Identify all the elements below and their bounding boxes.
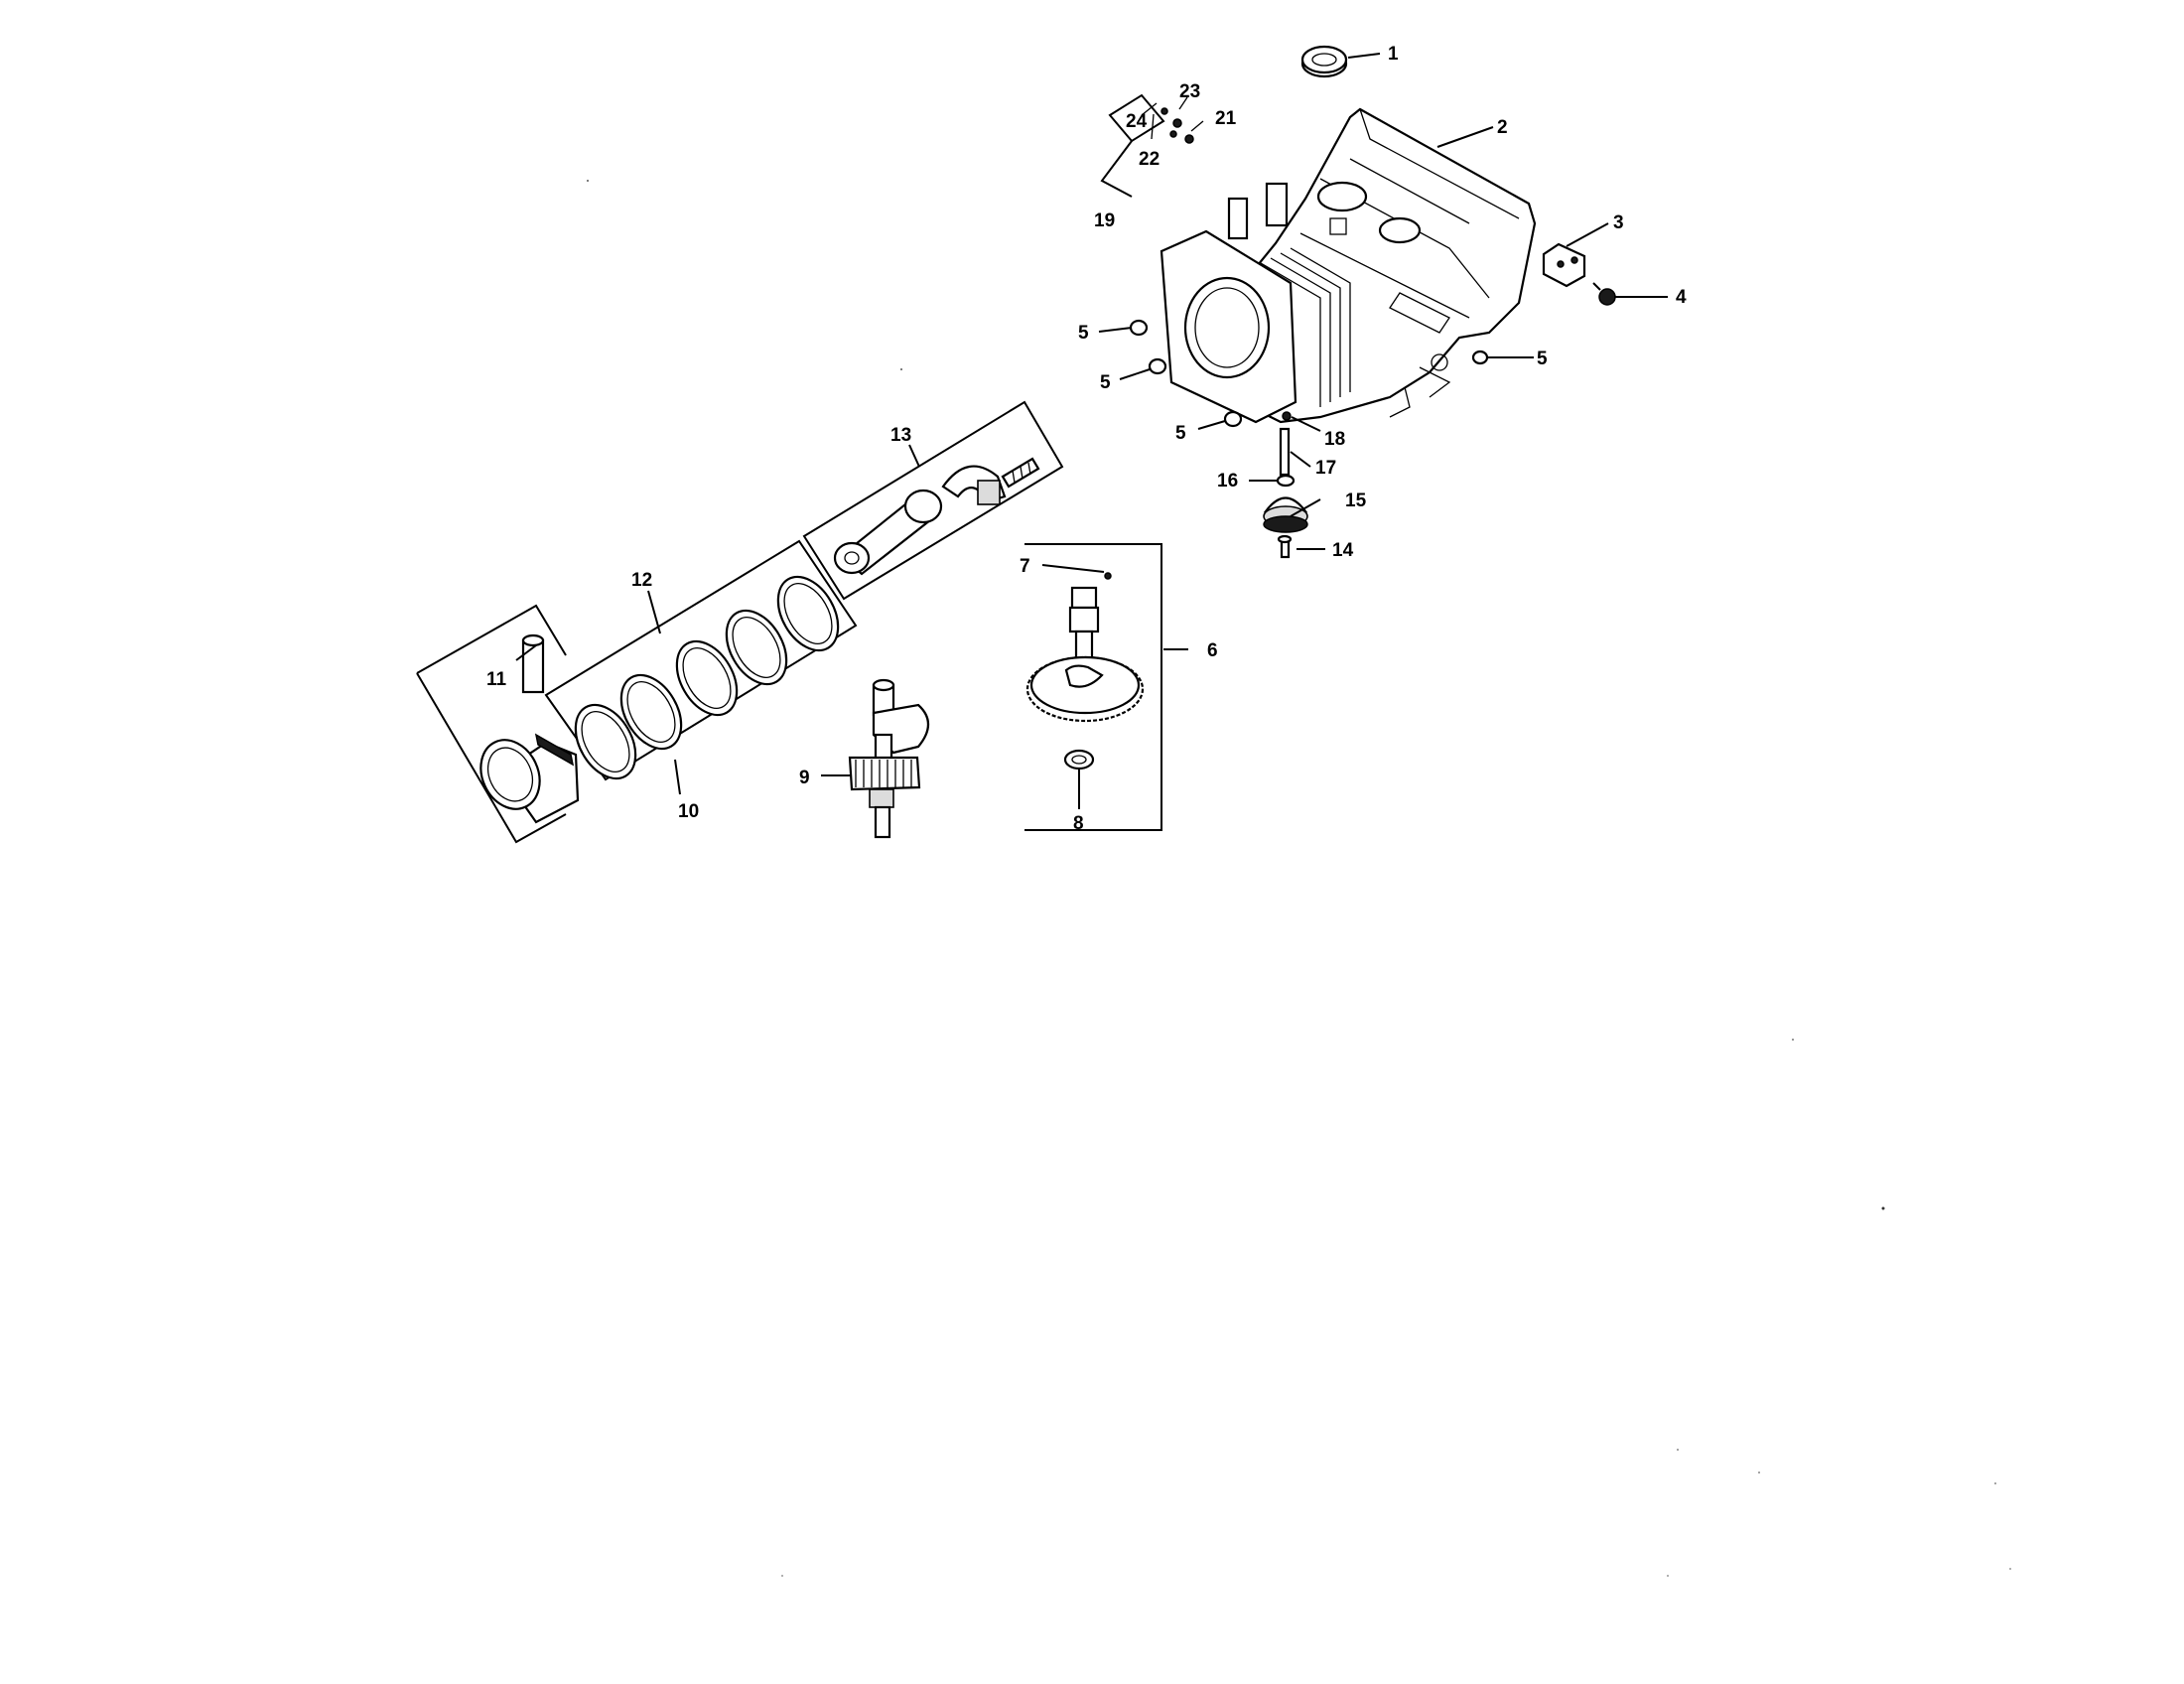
callout-11: 11 — [486, 669, 507, 690]
bracket-part — [1542, 242, 1586, 288]
callout-19: 19 — [1094, 210, 1115, 231]
screw-part — [1592, 282, 1616, 306]
callout-10: 10 — [678, 801, 699, 822]
piston-part — [416, 604, 580, 844]
callout-9: 9 — [799, 768, 810, 788]
leader-lines — [515, 53, 1668, 809]
callout-24: 24 — [1126, 111, 1148, 132]
callout-5b: 5 — [1100, 372, 1111, 393]
connecting-rod-part — [802, 400, 1064, 601]
callout-21: 21 — [1215, 108, 1237, 129]
callout-12: 12 — [631, 570, 652, 591]
governor-assembly — [1263, 411, 1308, 559]
callout-3: 3 — [1613, 212, 1624, 233]
callout-2: 2 — [1497, 117, 1508, 138]
callout-5c: 5 — [1175, 423, 1186, 444]
callout-16: 16 — [1217, 471, 1238, 491]
callout-23: 23 — [1179, 81, 1200, 102]
callout-1: 1 — [1388, 44, 1399, 65]
scan-specks — [587, 180, 2011, 1577]
piston-rings-part — [544, 539, 858, 781]
callout-17: 17 — [1315, 458, 1336, 479]
callout-8: 8 — [1073, 813, 1084, 834]
crankshaft-part — [848, 678, 930, 839]
callout-7: 7 — [1020, 556, 1030, 577]
small-hardware-group — [1100, 93, 1194, 198]
crankcase-block-part — [1160, 107, 1537, 424]
callout-5a: 5 — [1078, 323, 1089, 344]
callout-13: 13 — [890, 425, 911, 446]
camshaft-part — [1024, 543, 1162, 831]
callout-15: 15 — [1345, 491, 1367, 511]
callout-6: 6 — [1207, 640, 1218, 661]
callout-14: 14 — [1332, 540, 1354, 561]
callout-5d: 5 — [1537, 349, 1548, 369]
callout-18: 18 — [1324, 429, 1345, 450]
oil-seal-part — [1300, 45, 1348, 78]
callout-4: 4 — [1676, 287, 1687, 308]
callout-22: 22 — [1139, 149, 1160, 170]
